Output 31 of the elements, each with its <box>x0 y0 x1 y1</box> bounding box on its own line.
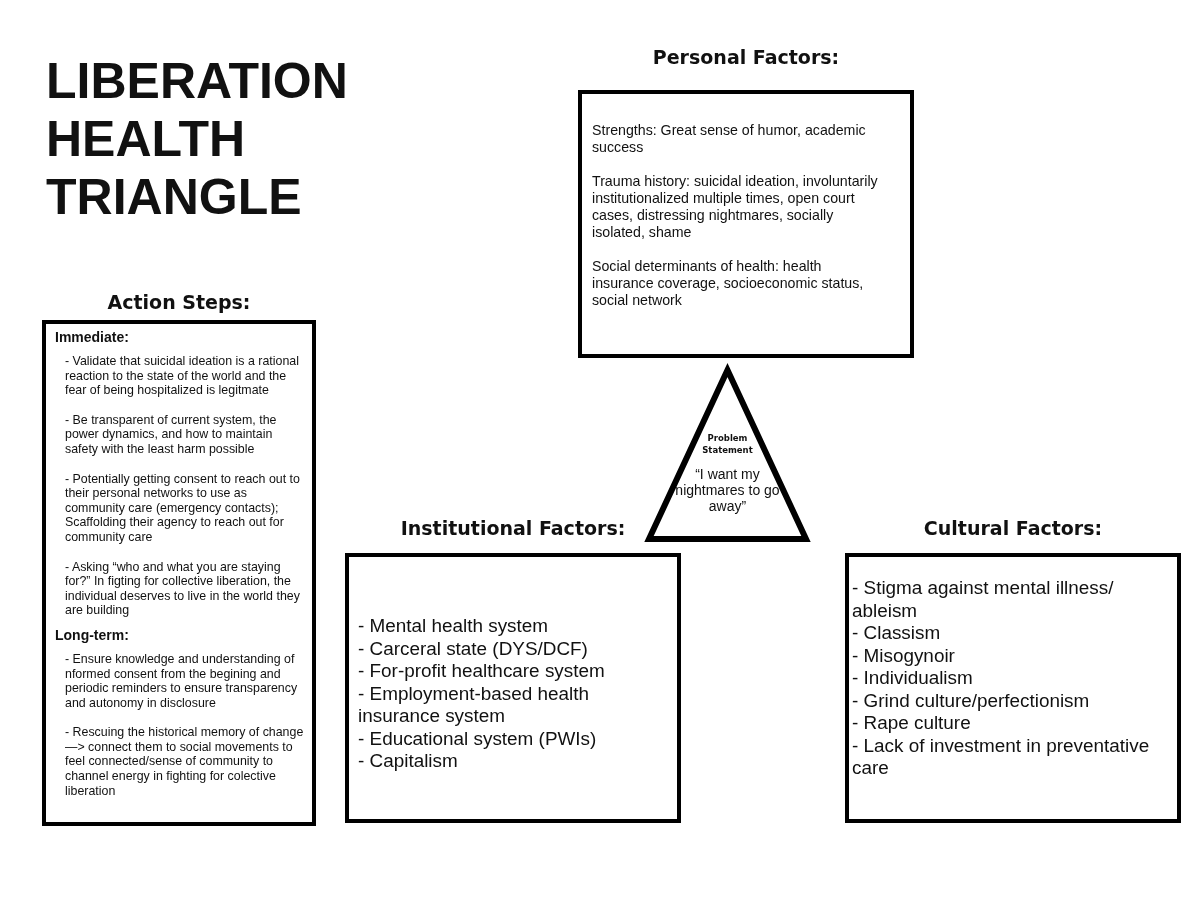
list-item: - Employment-based health insurance system <box>358 682 590 728</box>
list-item: - Educational system (PWIs) <box>358 727 597 750</box>
section-heading: Action Steps: <box>107 291 251 313</box>
diagram-title: LIBERATION HEALTH TRIANGLE <box>46 52 348 226</box>
list-item: - Capitalism <box>358 750 458 773</box>
paragraph: Social determinants of health: health insurance coverage, socioeconomic status, social network <box>592 258 865 309</box>
paragraph: Trauma history: suicidal ideation, involuntarily institutionalized multiple times, open court cases, distressing nightmares, socially isolated, shame <box>592 173 879 241</box>
list-item: - Rape culture <box>852 712 971 735</box>
problem-statement-quote: “I want my nightmares to go away” <box>674 466 781 514</box>
action-step-text: - Ensure knowledge and understanding of nformed consent from the begining and periodic reminders to ensure transparency and autonomy in disclosure <box>65 651 299 711</box>
section-heading: Institutional Factors: <box>400 517 626 539</box>
action-step-text: - Be transparent of current system, the power dynamics, and how to maintain safety with the least harm possible <box>65 412 278 457</box>
triangle-heading: Problem Statement <box>701 432 754 456</box>
list-item: - Stigma against mental illness/ ableism <box>852 577 1115 622</box>
subheading: Long-term: <box>55 625 129 644</box>
action-step-text: - Asking “who and what you are staying for?” In figting for collective liberation, the individual deserves to live in the world they are building <box>65 559 301 618</box>
list-item: - For-profit healthcare system <box>358 660 605 683</box>
action-step-text: - Rescuing the historical memory of change —> connect them to social movements to feel connected/sense of community to channel energy in fighting for colective liberation <box>65 725 305 799</box>
action-step-text: - Potentially getting consent to reach out to their personal networks to use as community care (emergency contacts); Scaffolding their agency to reach out for community care <box>65 471 301 545</box>
paragraph: Strengths: Great sense of humor, academic success <box>592 122 867 156</box>
subheading: Immediate: <box>55 328 129 346</box>
list-item: - Misogynoir <box>852 644 955 667</box>
list-item: - Grind culture/perfectionism <box>852 689 1090 712</box>
list-item: - Carceral state (DYS/DCF) <box>358 637 588 660</box>
list-item: - Individualism <box>852 667 973 690</box>
section-heading: Personal Factors: <box>652 46 840 68</box>
list-item: - Lack of investment in preventative care <box>852 734 1151 780</box>
list-item: - Classism <box>852 622 941 645</box>
action-step-text: - Validate that suicidal ideation is a rational reaction to the state of the world and the fear of being hospitalized is legitmate <box>65 354 300 398</box>
section-heading: Cultural Factors: <box>923 517 1103 539</box>
list-item: - Mental health system <box>358 615 549 638</box>
